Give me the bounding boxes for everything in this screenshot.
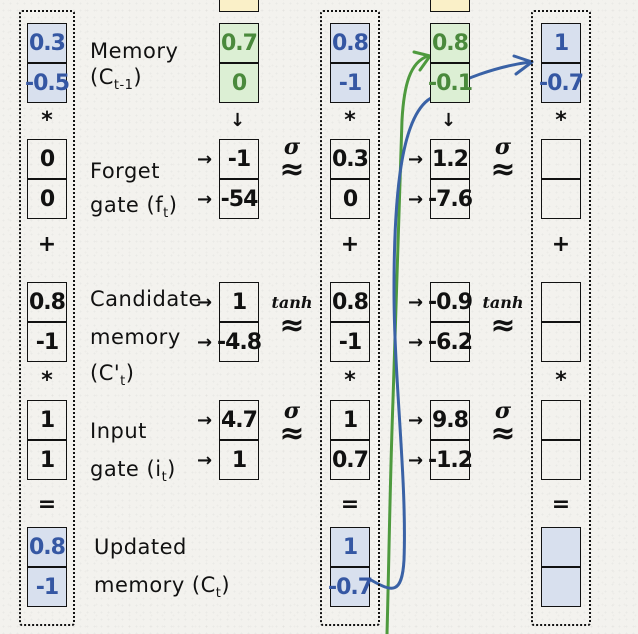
col2-candidate-cell-1: 0.8 — [330, 282, 370, 322]
between1-candidate-pre-cell-1: 1 — [219, 282, 259, 322]
col3-add-op: + — [551, 232, 571, 257]
input-gate-label: Input gate (it) — [90, 419, 176, 486]
between1-candidate-pre-cell-2: -4.8 — [217, 322, 262, 362]
col3-multiply-op-2: * — [555, 368, 567, 393]
between1-input-pre-cell-2: 1 — [219, 440, 259, 480]
partial-top-cell-2 — [430, 0, 470, 12]
col2-input-cell-2: 0.7 — [330, 440, 370, 480]
col2-memory-cell-1: 0.8 — [330, 23, 370, 63]
between2-input-pre-cell-1: 9.8 — [430, 400, 470, 440]
col2-multiply-op: * — [344, 108, 356, 133]
between2-candidate-pre-cell-1: -0.9 — [428, 282, 473, 322]
forget-gate-label: Forget gate (ft) — [90, 159, 178, 222]
col3-candidate-cell-2 — [541, 322, 581, 362]
between2-candidate-arrow-1: → — [408, 292, 424, 313]
col1-forget-cell-1: 0 — [27, 139, 67, 179]
between1-input-pre-cell-1: 4.7 — [219, 400, 259, 440]
between2-forget-pre-cell-2: -7.6 — [428, 179, 473, 219]
between2-tanh-function: tanh ≈ — [482, 293, 524, 343]
col2-forget-cell-1: 0.3 — [330, 139, 370, 179]
col1-input-cell-2: 1 — [27, 440, 67, 480]
between1-candidate-arrow-1: → — [197, 292, 213, 313]
column-outline-3 — [531, 10, 591, 626]
between2-forget-pre-cell-1: 1.2 — [430, 139, 470, 179]
col1-add-op: + — [37, 232, 57, 257]
col3-updated-cell-1 — [541, 527, 581, 567]
between1-forget-arrow-2: → — [197, 189, 213, 210]
col2-multiply-op-2: * — [344, 368, 356, 393]
col1-updated-cell-1: 0.8 — [27, 527, 67, 567]
col3-updated-cell-2 — [541, 567, 581, 607]
between2-input-arrow-2: → — [408, 450, 424, 471]
between1-forget-pre-cell-1: -1 — [219, 139, 259, 179]
green-flow-arrowhead — [412, 50, 432, 72]
between2-sigma-function: σ ≈ — [490, 134, 516, 187]
between2-input-arrow-1: → — [408, 410, 424, 431]
candidate-memory-label: Candidate memory (C't) — [90, 287, 202, 390]
between2-down-arrow: ↓ — [441, 110, 457, 131]
col1-candidate-cell-1: 0.8 — [27, 282, 67, 322]
between2-memory-cell-2: -0.1 — [428, 63, 473, 103]
col1-forget-cell-2: 0 — [27, 179, 67, 219]
col1-updated-cell-2: -1 — [27, 567, 67, 607]
between2-sigma-function-2: σ ≈ — [490, 398, 516, 451]
col2-updated-cell-1: 1 — [330, 527, 370, 567]
between1-candidate-arrow-2: → — [197, 332, 213, 353]
between1-tanh-function: tanh ≈ — [271, 293, 313, 343]
col1-multiply-op-2: * — [41, 368, 53, 393]
between2-candidate-arrow-2: → — [408, 332, 424, 353]
between1-input-arrow-1: → — [197, 410, 213, 431]
col3-forget-cell-1 — [541, 139, 581, 179]
between1-forget-arrow-1: → — [197, 149, 213, 170]
col1-memory-cell-2: -0.5 — [25, 63, 70, 103]
col2-memory-cell-2: -1 — [330, 63, 370, 103]
updated-memory-label: Updated memory (Ct) — [94, 535, 231, 602]
between1-memory-cell-1: 0.7 — [219, 23, 259, 63]
col3-input-cell-1 — [541, 400, 581, 440]
between2-input-pre-cell-2: -1.2 — [428, 440, 473, 480]
col3-equals-op: = — [551, 492, 571, 517]
col1-multiply-op: * — [41, 108, 53, 133]
between2-forget-arrow-1: → — [408, 149, 424, 170]
memory-label: Memory (Ct-1) — [90, 39, 179, 94]
col2-equals-op: = — [340, 492, 360, 517]
col3-candidate-cell-1 — [541, 282, 581, 322]
between1-down-arrow: ↓ — [230, 110, 246, 131]
partial-top-cell-1 — [219, 0, 259, 12]
col2-add-op: + — [340, 232, 360, 257]
between2-candidate-pre-cell-2: -6.2 — [428, 322, 473, 362]
col1-equals-op: = — [37, 492, 57, 517]
col2-updated-cell-2: -0.7 — [328, 567, 373, 607]
col3-memory-cell-1: 1 — [541, 23, 581, 63]
col1-input-cell-1: 1 — [27, 400, 67, 440]
between1-sigma-function: σ ≈ — [279, 134, 305, 187]
between1-input-arrow-2: → — [197, 450, 213, 471]
col2-input-cell-1: 1 — [330, 400, 370, 440]
col3-forget-cell-2 — [541, 179, 581, 219]
col2-candidate-cell-2: -1 — [330, 322, 370, 362]
column-outline-1 — [19, 10, 75, 626]
between1-forget-pre-cell-2: -54 — [219, 179, 259, 219]
col2-forget-cell-2: 0 — [330, 179, 370, 219]
col3-multiply-op: * — [555, 108, 567, 133]
between1-sigma-function-2: σ ≈ — [279, 398, 305, 451]
column-outline-2 — [320, 10, 380, 626]
col1-memory-cell-1: 0.3 — [27, 23, 67, 63]
col3-memory-cell-2: -0.7 — [539, 63, 584, 103]
between1-memory-cell-2: 0 — [219, 63, 259, 103]
col1-candidate-cell-2: -1 — [27, 322, 67, 362]
col3-input-cell-2 — [541, 440, 581, 480]
between2-forget-arrow-2: → — [408, 189, 424, 210]
between2-memory-cell-1: 0.8 — [430, 23, 470, 63]
